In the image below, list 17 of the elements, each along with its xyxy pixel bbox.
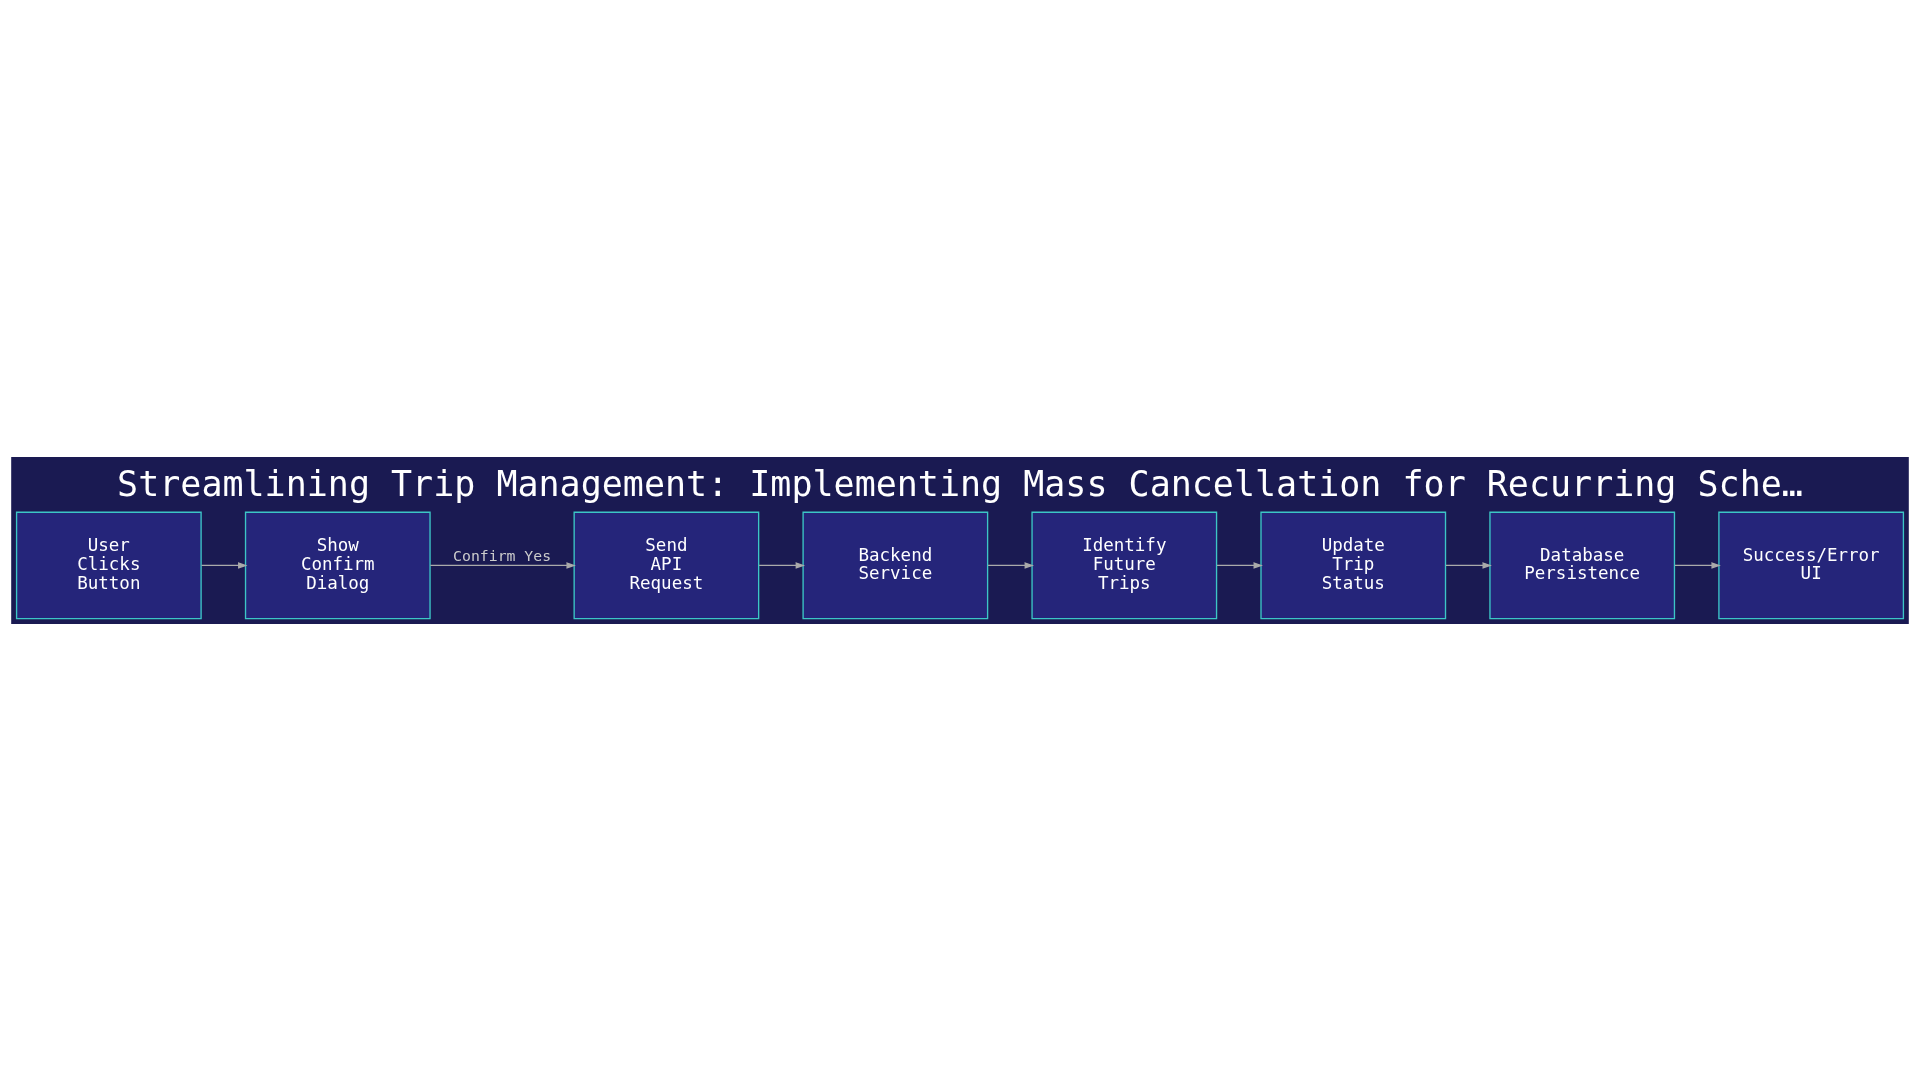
- node-box: Backend Service: [802, 511, 989, 619]
- arrow: [987, 561, 1035, 569]
- arrow: [1674, 561, 1721, 569]
- arrow: [758, 561, 806, 569]
- node-box: Success/Error UI: [1718, 511, 1905, 619]
- arrow: [429, 561, 576, 569]
- arrow: [200, 561, 248, 569]
- node-box: Send API Request: [573, 511, 760, 619]
- edge-label: Confirm Yes: [453, 546, 552, 564]
- diagram-title: Streamlining Trip Management: Implementing Mass Cancellation for Recurring Sche…: [117, 463, 1803, 504]
- node-box: Update Trip Status: [1260, 511, 1447, 619]
- node-box: User Clicks Button: [15, 511, 202, 619]
- arrow: [1445, 561, 1492, 569]
- arrow: [1216, 561, 1263, 569]
- node-box: Identify Future Trips: [1031, 511, 1218, 619]
- node-box: Show Confirm Dialog: [244, 511, 431, 619]
- node-box: Database Persistence: [1489, 511, 1676, 619]
